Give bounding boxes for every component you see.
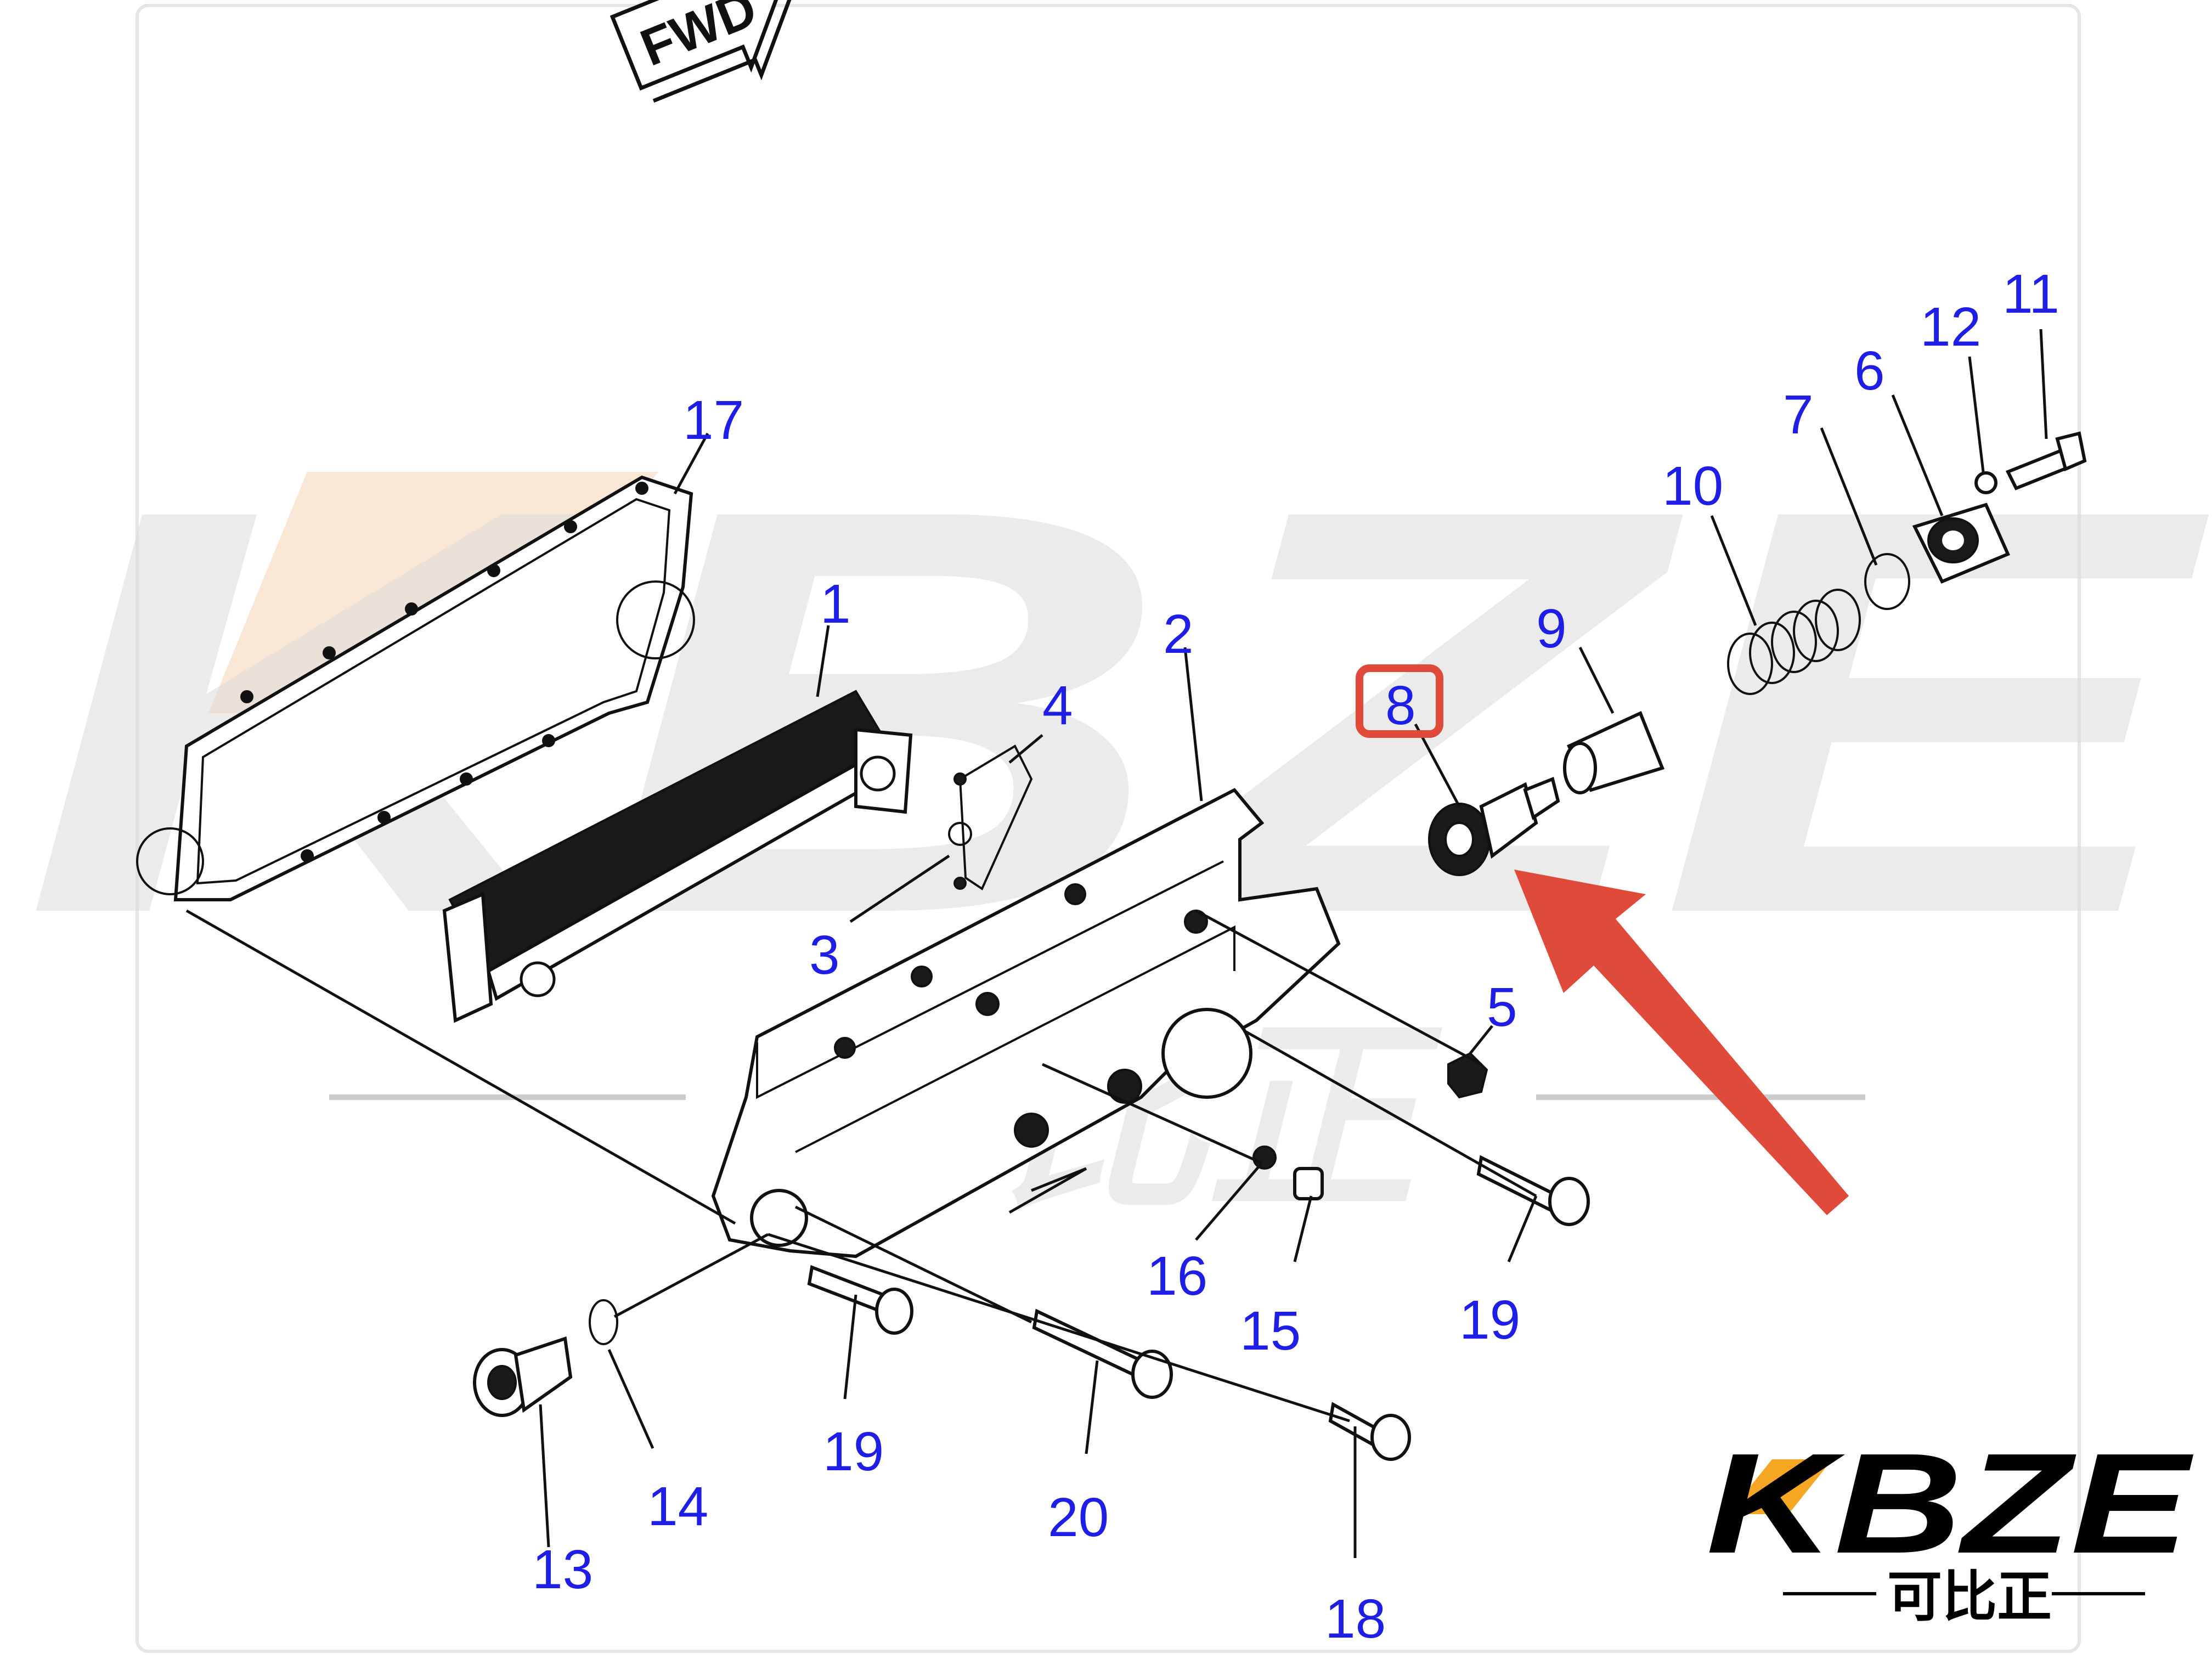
part-16-washer xyxy=(1252,1146,1277,1170)
brand-logo: KBZE 可比正 xyxy=(1706,1424,2196,1629)
callout-10: 10 xyxy=(1662,455,1723,517)
part-12-washer xyxy=(1974,471,1997,494)
callout-7: 7 xyxy=(1783,384,1814,445)
logo-brand-cn: 可比正 xyxy=(1887,1565,2052,1629)
part-13-plug xyxy=(473,1336,573,1417)
callout-9: 9 xyxy=(1536,598,1567,659)
part-5-nut xyxy=(1447,1052,1488,1099)
logo-brand: KBZE xyxy=(1706,1424,2196,1583)
callout-20: 20 xyxy=(1048,1487,1109,1548)
part-8-valve xyxy=(1428,776,1560,876)
part-9-sleeve xyxy=(1563,710,1664,794)
part-15-plug xyxy=(1293,1167,1324,1200)
leader-lines xyxy=(185,329,2048,1558)
callout-1: 1 xyxy=(820,573,851,635)
callout-18: 18 xyxy=(1325,1588,1386,1650)
fwd-arrow-icon: FWD xyxy=(610,0,793,103)
callout-19-left: 19 xyxy=(823,1421,884,1482)
callout-6: 6 xyxy=(1854,340,1885,402)
part-6-cap xyxy=(1912,503,2010,584)
part-10-spring xyxy=(1727,589,1861,695)
part-1-cooler-core xyxy=(442,690,913,1023)
part-11-bolt xyxy=(2005,431,2087,490)
callout-16: 16 xyxy=(1147,1245,1207,1307)
part-4-gasket xyxy=(948,744,1033,890)
part-7-o-ring xyxy=(1864,553,1910,610)
callout-4: 4 xyxy=(1042,675,1073,736)
highlight-box xyxy=(1356,664,1443,738)
callout-13: 13 xyxy=(532,1539,593,1600)
part-17-gasket xyxy=(136,475,695,901)
part-19-bolt-right xyxy=(1476,1155,1590,1226)
part-19-bolt-left xyxy=(807,1265,913,1335)
callout-2: 2 xyxy=(1163,603,1194,665)
callout-3: 3 xyxy=(809,924,840,986)
part-20-bolt xyxy=(1032,1308,1173,1399)
callout-15: 15 xyxy=(1240,1300,1301,1362)
callout-12: 12 xyxy=(1920,296,1981,358)
callout-14: 14 xyxy=(647,1476,708,1537)
part-2-cooler-cover xyxy=(711,788,1341,1259)
red-arrow-icon xyxy=(1514,870,1849,1215)
callout-5: 5 xyxy=(1487,977,1517,1038)
callout-19-right: 19 xyxy=(1459,1289,1520,1351)
part-18-bolt xyxy=(1328,1402,1411,1461)
page-frame xyxy=(136,4,2081,1653)
callout-11: 11 xyxy=(2002,263,2059,325)
callout-17: 17 xyxy=(683,390,744,451)
part-14-o-ring xyxy=(589,1299,618,1345)
callout-8: 8 xyxy=(1385,675,1416,736)
callout-labels: 17 1 2 4 3 8 9 10 7 6 12 11 5 19 16 15 1… xyxy=(532,263,2059,1650)
